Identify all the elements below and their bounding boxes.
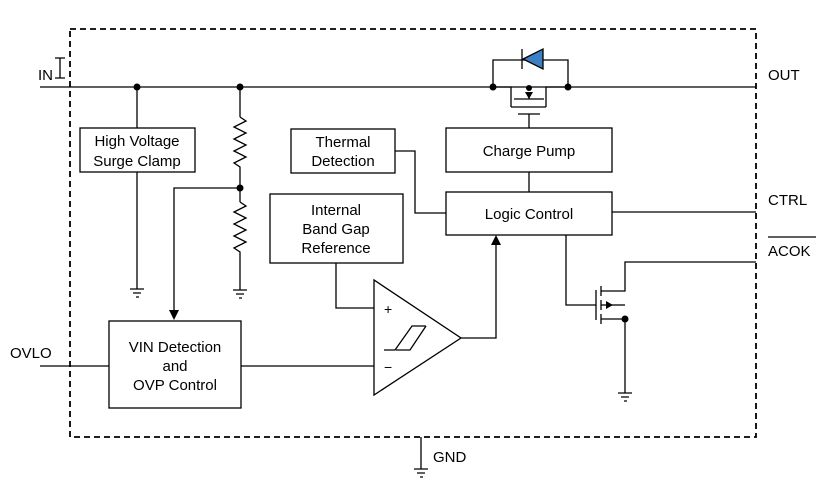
pin-gnd-label: GND [433,449,467,466]
resistor-divider [169,83,248,320]
logic-control-block [445,191,613,236]
pin-in-label: IN [38,67,53,84]
pin-ctrl-label: CTRL [768,192,807,209]
bandgap-to-comparator-wire [335,263,374,309]
in-rail [40,57,756,88]
thermal-to-logic-wire [395,150,446,214]
vin-detect-label-1: VIN Detection [129,339,222,356]
mosfet-icon [565,235,756,393]
ground-icon [233,289,247,299]
thermal-label-2: Detection [311,153,374,170]
bandgap-label-3: Reference [301,240,370,257]
comparator-plus: + [384,301,392,317]
comparator-icon [373,278,463,397]
surge-clamp-branch [79,83,196,298]
ground-icon [618,392,632,402]
vin-detect-label-2: and [162,358,187,375]
surge-clamp-label-2: Surge Clamp [93,153,181,170]
comparator-minus: − [384,359,392,375]
bandgap-label-2: Band Gap [302,221,370,238]
ground-icon [130,288,144,298]
vin-detect-label-3: OVP Control [133,377,217,394]
vin-detection-block [108,320,242,409]
resistor-icon [232,201,248,290]
gnd-pin [414,437,428,478]
surge-clamp-block [79,127,196,173]
pin-acok-label: ACOK [768,243,811,260]
bandgap-block [269,193,404,264]
surge-clamp-label-1: High Voltage [94,133,179,150]
pin-ovlo-label: OVLO [10,345,52,362]
diode-icon [521,47,544,71]
charge-pump-label: Charge Pump [483,143,576,160]
pass-fet [489,47,572,128]
device-boundary [69,28,757,438]
comparator-to-logic-wire [461,244,497,339]
logic-control-label: Logic Control [485,206,573,223]
pin-out-label: OUT [768,67,800,84]
resistor-icon [232,116,248,188]
thermal-label-1: Thermal [315,134,370,151]
bandgap-label-1: Internal [311,202,361,219]
